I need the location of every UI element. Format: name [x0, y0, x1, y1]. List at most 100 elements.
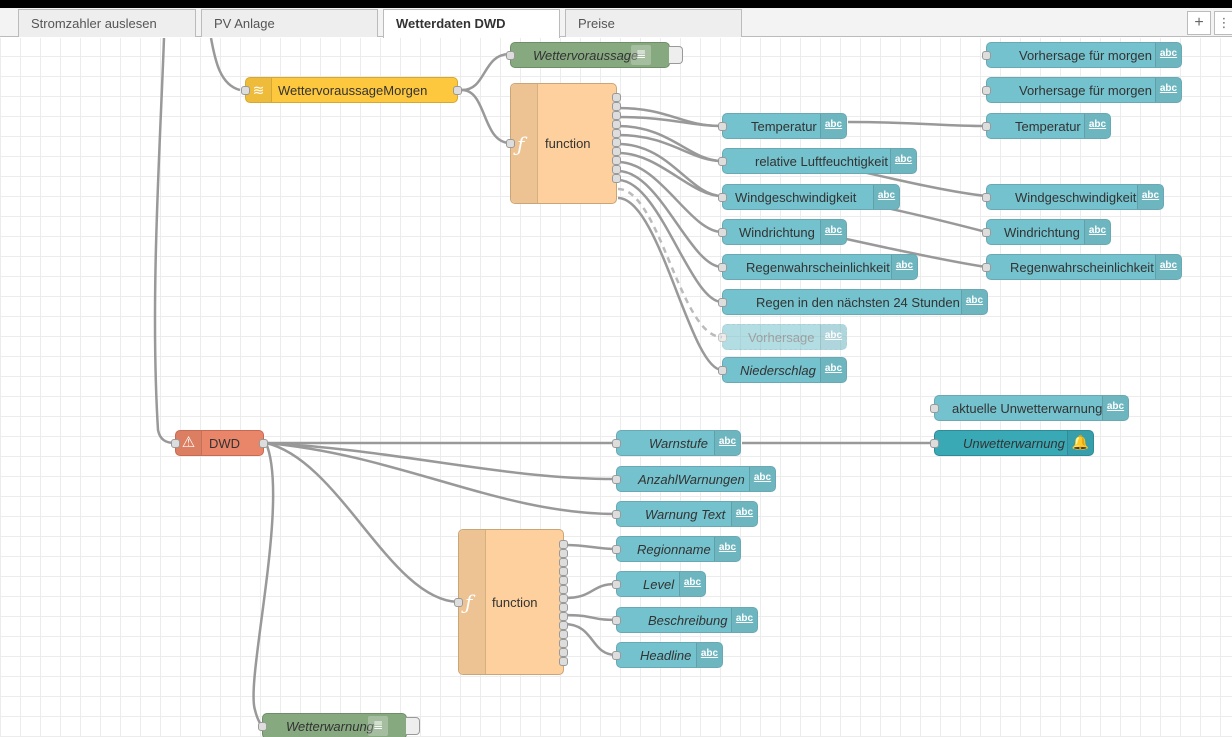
input-port[interactable] [718, 333, 727, 342]
tab-menu-button[interactable]: ⋮ [1214, 11, 1232, 35]
input-port[interactable] [718, 263, 727, 272]
debug-toggle[interactable] [406, 717, 420, 735]
ui-windrichtung-node[interactable]: Windrichtung abc [718, 219, 847, 245]
ui-aktuelle-unwetterwarnung-node[interactable]: aktuelle Unwetterwarnung abc [930, 395, 1129, 421]
node-label: Warnung Text [645, 507, 726, 522]
ui-level-node[interactable]: Level abc [612, 571, 706, 597]
ui-luftfeuchtigkeit-node[interactable]: relative Luftfeuchtigkeit abc [718, 148, 917, 174]
ui-windrichtung-right[interactable]: Windrichtung abc [982, 219, 1111, 245]
node-label: Vorhersage für morgen [1019, 48, 1152, 63]
tab-wetterdaten[interactable]: Wetterdaten DWD [383, 9, 560, 38]
ui-beschreibung-node[interactable]: Beschreibung abc [612, 607, 758, 633]
debug-wetterwarnung-node[interactable]: Wetterwarnung ≣ [258, 713, 420, 737]
ui-temperatur-node[interactable]: Temperatur abc [718, 113, 847, 139]
ui-headline-node[interactable]: Headline abc [612, 642, 723, 668]
ui-regenwahrscheinlichkeit-node[interactable]: Regenwahrscheinlichkeit abc [718, 254, 918, 280]
tab-preise[interactable]: Preise [565, 9, 742, 37]
ui-regen-24h-node[interactable]: Regen in den nächsten 24 Stunden abc [718, 289, 988, 315]
input-port[interactable] [612, 616, 621, 625]
ui-windgeschwindigkeit-node[interactable]: Windgeschwindigkeit abc [718, 184, 900, 210]
input-port[interactable] [718, 366, 727, 375]
output-port[interactable] [259, 439, 268, 448]
flow-canvas[interactable]: ≋ WettervoraussageMorgen Wettervoraussag… [0, 38, 1232, 737]
input-port[interactable] [506, 51, 515, 60]
output-port[interactable] [559, 576, 568, 585]
ui-warnstufe-node[interactable]: Warnstufe abc [612, 430, 741, 456]
output-port[interactable] [559, 567, 568, 576]
output-port[interactable] [559, 648, 568, 657]
input-port[interactable] [930, 439, 939, 448]
output-port[interactable] [612, 174, 621, 183]
input-port[interactable] [241, 86, 250, 95]
function-node-1[interactable]: ƒ function [506, 83, 621, 204]
input-port[interactable] [982, 263, 991, 272]
wettervoraussage-subscriber-node[interactable]: ≋ WettervoraussageMorgen [241, 77, 462, 103]
wire [265, 441, 617, 481]
ui-anzahlwarnungen-node[interactable]: AnzahlWarnungen abc [612, 466, 776, 492]
output-port[interactable] [559, 630, 568, 639]
output-port[interactable] [612, 138, 621, 147]
input-port[interactable] [612, 651, 621, 660]
input-port[interactable] [982, 228, 991, 237]
output-port[interactable] [612, 129, 621, 138]
debug-wettervoraussage-node[interactable]: Wettervoraussage ≣ [506, 42, 683, 68]
input-port[interactable] [612, 580, 621, 589]
input-port[interactable] [612, 475, 621, 484]
ui-warnung-text-node[interactable]: Warnung Text abc [612, 501, 758, 527]
input-port[interactable] [718, 298, 727, 307]
input-port[interactable] [982, 86, 991, 95]
output-port[interactable] [612, 156, 621, 165]
ui-regionname-node[interactable]: Regionname abc [612, 536, 741, 562]
dwd-warning-node[interactable]: ⚠ DWD [171, 430, 268, 456]
tab-stromzahler[interactable]: Stromzahler auslesen [18, 9, 196, 37]
output-port[interactable] [612, 102, 621, 111]
function-node-2[interactable]: ƒ function [454, 529, 568, 675]
tab-pv-anlage[interactable]: PV Anlage [201, 9, 378, 37]
input-port[interactable] [258, 722, 267, 731]
ui-temperatur-right[interactable]: Temperatur abc [982, 113, 1111, 139]
ui-vorhersage-morgen-1[interactable]: Vorhersage für morgen abc [982, 42, 1182, 68]
input-port[interactable] [982, 51, 991, 60]
ui-vorhersage-node-disabled[interactable]: Vorhersage abc [718, 324, 847, 350]
ui-niederschlag-node[interactable]: Niederschlag abc [718, 357, 847, 383]
input-port[interactable] [982, 193, 991, 202]
list-icon: ≣ [368, 716, 388, 736]
input-port[interactable] [718, 193, 727, 202]
input-port[interactable] [718, 157, 727, 166]
ui-windgeschwindigkeit-right[interactable]: Windgeschwindigkeit abc [982, 184, 1164, 210]
input-port[interactable] [612, 545, 621, 554]
output-port[interactable] [559, 603, 568, 612]
output-port[interactable] [559, 558, 568, 567]
add-tab-button[interactable]: + [1187, 11, 1211, 35]
ui-unwetterwarnung-notification-node[interactable]: Unwetterwarnung 🔔 [930, 430, 1094, 456]
output-port[interactable] [612, 93, 621, 102]
input-port[interactable] [982, 122, 991, 131]
wire [847, 120, 987, 128]
input-port[interactable] [612, 439, 621, 448]
output-port[interactable] [559, 540, 568, 549]
output-port[interactable] [612, 147, 621, 156]
output-port[interactable] [612, 120, 621, 129]
output-port[interactable] [559, 594, 568, 603]
input-port[interactable] [718, 228, 727, 237]
input-port[interactable] [612, 510, 621, 519]
node-label: aktuelle Unwetterwarnung [952, 401, 1103, 416]
wire [563, 582, 617, 600]
output-port[interactable] [559, 585, 568, 594]
input-port[interactable] [930, 404, 939, 413]
output-port[interactable] [559, 549, 568, 558]
debug-toggle[interactable] [669, 46, 683, 64]
ui-vorhersage-morgen-2[interactable]: Vorhersage für morgen abc [982, 77, 1182, 103]
output-port[interactable] [453, 86, 462, 95]
output-port[interactable] [559, 639, 568, 648]
input-port[interactable] [718, 122, 727, 131]
output-port[interactable] [559, 657, 568, 666]
output-port[interactable] [612, 111, 621, 120]
input-port[interactable] [506, 139, 515, 148]
ui-regenwahrscheinlichkeit-right[interactable]: Regenwahrscheinlichkeit abc [982, 254, 1182, 280]
output-port[interactable] [559, 612, 568, 621]
input-port[interactable] [171, 439, 180, 448]
output-port[interactable] [612, 165, 621, 174]
output-port[interactable] [559, 621, 568, 630]
input-port[interactable] [454, 598, 463, 607]
